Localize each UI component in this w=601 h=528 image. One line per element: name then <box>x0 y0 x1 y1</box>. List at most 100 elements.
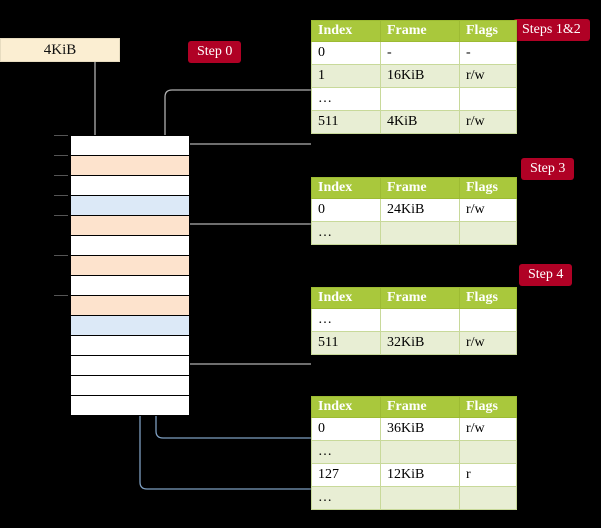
column-header-flags: Flags <box>459 20 517 42</box>
cell-flags: r <box>459 463 517 487</box>
physical-memory-column <box>54 135 190 416</box>
cell-index: … <box>311 486 381 510</box>
cell-frame: 4KiB <box>380 110 460 134</box>
table-row: … <box>311 440 517 464</box>
cell-index: … <box>311 87 381 111</box>
cell-index: 0 <box>311 198 381 222</box>
badge-step0-label: Step 0 <box>197 44 233 59</box>
memory-frame-row <box>70 315 190 336</box>
cell-flags <box>459 87 517 111</box>
column-header-flags: Flags <box>459 396 517 418</box>
column-header-frame: Frame <box>380 177 460 199</box>
column-header-flags: Flags <box>459 287 517 309</box>
memory-frame-row <box>70 375 190 396</box>
table-row: … <box>311 486 517 510</box>
frame-4kib-label: 4KiB <box>43 42 77 58</box>
memory-row-tick <box>54 295 68 296</box>
cell-index: 0 <box>311 417 381 441</box>
memory-frame-row <box>70 275 190 296</box>
cell-frame: 16KiB <box>380 64 460 88</box>
badge-step0[interactable]: Step 0 <box>188 41 242 63</box>
column-header-index: Index <box>311 177 381 199</box>
memory-row-tick <box>54 215 68 216</box>
badge-step4[interactable]: Step 4 <box>519 264 573 286</box>
table-row: … <box>311 308 517 332</box>
table-row: 0-- <box>311 41 517 65</box>
column-header-index: Index <box>311 287 381 309</box>
column-header-frame: Frame <box>380 287 460 309</box>
memory-frame-row <box>70 195 190 216</box>
memory-frame-row <box>70 355 190 376</box>
memory-frame-row <box>70 395 190 416</box>
cell-flags: r/w <box>459 198 517 222</box>
cell-frame <box>380 486 460 510</box>
wire-step4-row511 <box>169 312 311 365</box>
memory-frame-row <box>70 215 190 236</box>
cell-frame <box>380 221 460 245</box>
memory-row-tick <box>54 255 68 256</box>
badge-steps12-label: Steps 1&2 <box>522 22 581 37</box>
cell-flags <box>459 440 517 464</box>
cell-index: … <box>311 221 381 245</box>
cell-index: 127 <box>311 463 381 487</box>
table-row: … <box>311 87 517 111</box>
memory-row-tick <box>54 195 68 196</box>
column-header-index: Index <box>311 20 381 42</box>
cell-flags: r/w <box>459 64 517 88</box>
cell-index: … <box>311 308 381 332</box>
column-header-flags: Flags <box>459 177 517 199</box>
table-row: … <box>311 221 517 245</box>
frame-4kib-box: 4KiB <box>0 38 120 62</box>
cell-index: 511 <box>311 331 381 355</box>
badge-step3[interactable]: Step 3 <box>521 158 575 180</box>
memory-frame-row <box>70 155 190 176</box>
memory-frame-row <box>70 135 190 156</box>
cell-frame: 12KiB <box>380 463 460 487</box>
memory-row-tick <box>54 175 68 176</box>
cell-frame: 24KiB <box>380 198 460 222</box>
cell-index: … <box>311 440 381 464</box>
memory-frame-row <box>70 335 190 356</box>
column-header-frame: Frame <box>380 20 460 42</box>
cell-frame: - <box>380 41 460 65</box>
memory-frame-row <box>70 295 190 316</box>
cell-frame <box>380 440 460 464</box>
cell-flags: r/w <box>459 417 517 441</box>
column-header-frame: Frame <box>380 396 460 418</box>
memory-frame-row <box>70 255 190 276</box>
cell-index: 1 <box>311 64 381 88</box>
wire-step3-row0 <box>173 223 311 261</box>
cell-flags: r/w <box>459 331 517 355</box>
badge-step3-label: Step 3 <box>530 161 566 176</box>
cell-flags <box>459 308 517 332</box>
cell-frame <box>380 87 460 111</box>
memory-row-tick <box>54 135 68 136</box>
memory-row-tick <box>54 155 68 156</box>
cell-flags <box>459 486 517 510</box>
memory-frame-row <box>70 235 190 256</box>
cell-index: 0 <box>311 41 381 65</box>
cell-flags: - <box>459 41 517 65</box>
memory-frame-row <box>70 175 190 196</box>
cell-frame: 32KiB <box>380 331 460 355</box>
cell-index: 511 <box>311 110 381 134</box>
cell-flags: r/w <box>459 110 517 134</box>
cell-flags <box>459 221 517 245</box>
cell-frame: 36KiB <box>380 417 460 441</box>
cell-frame <box>380 308 460 332</box>
badge-steps-1-and-2[interactable]: Steps 1&2 <box>513 19 590 41</box>
